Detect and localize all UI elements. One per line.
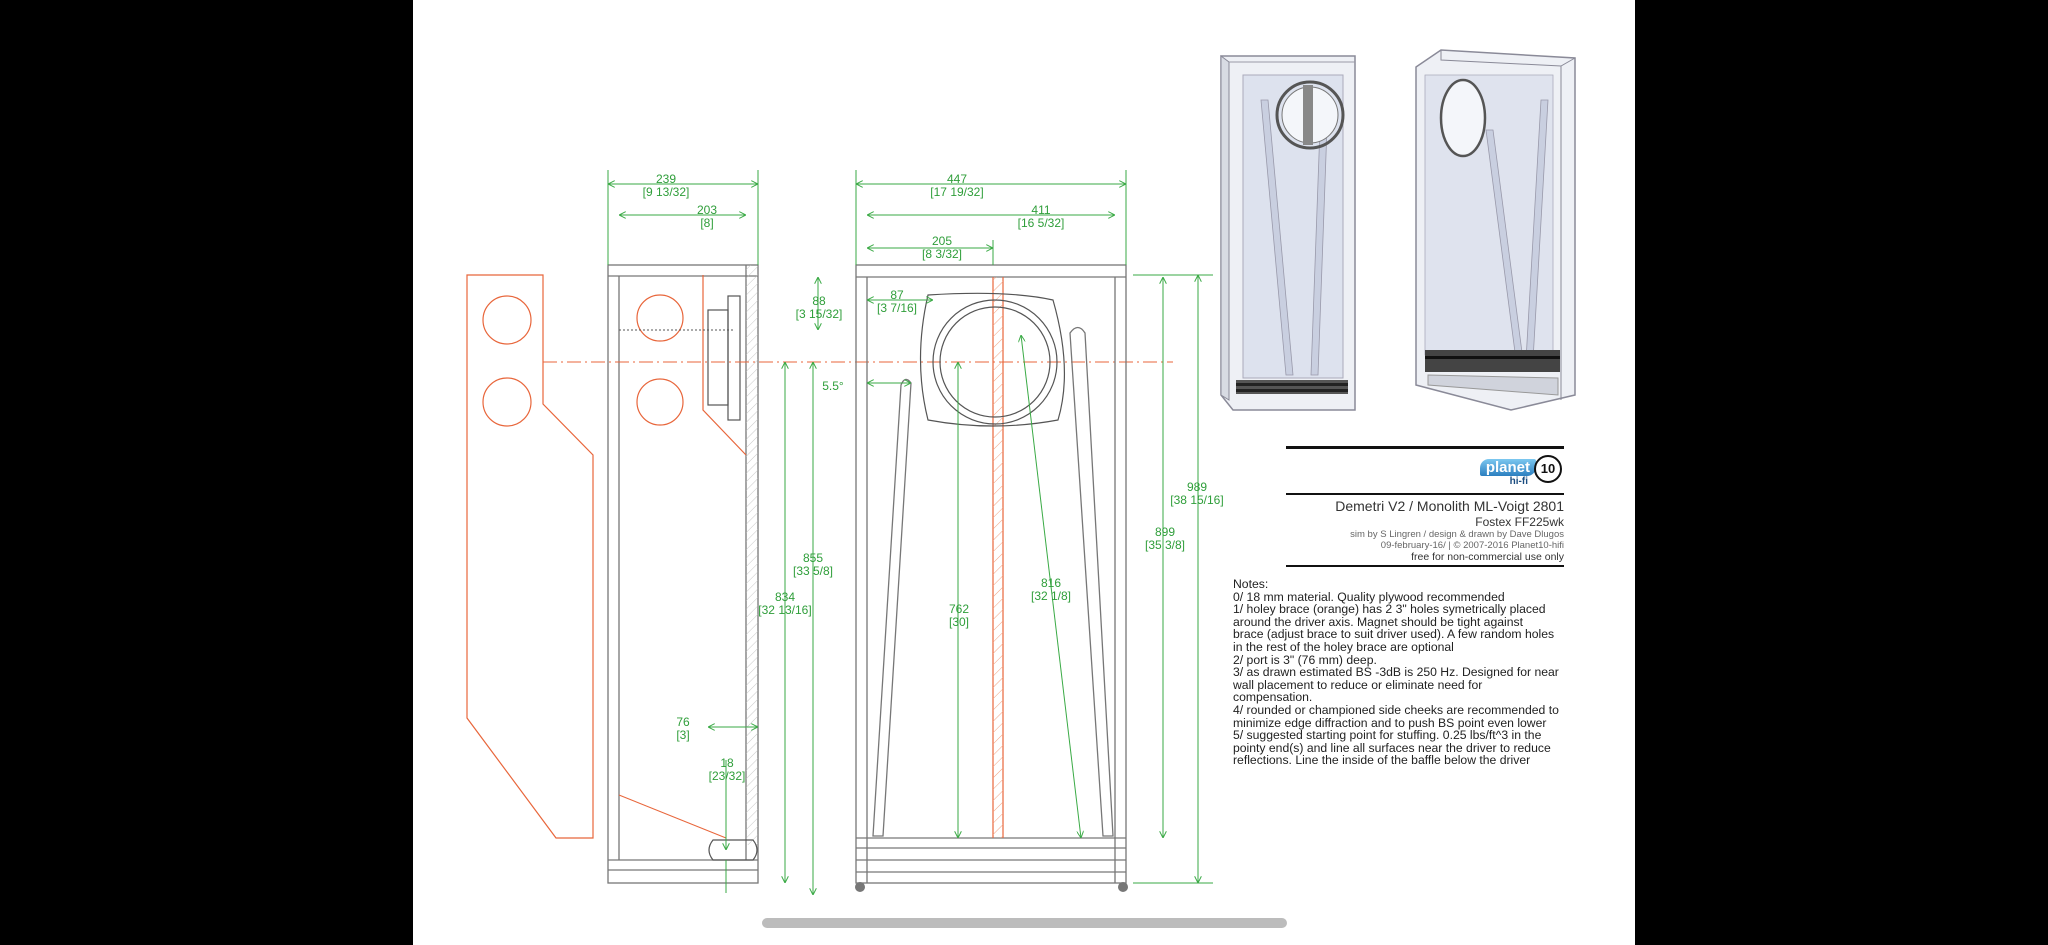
dim-top-offset-in: [3 15/32] — [796, 307, 843, 321]
dim-762-mm: 762 — [949, 602, 969, 616]
dim-driver-offset-in: [3 7/16] — [877, 301, 917, 315]
dim-855-in: [33 5/8] — [793, 564, 833, 578]
note-line: 3/ as drawn estimated BS -3dB is 250 Hz.… — [1233, 665, 1559, 680]
dim-834-mm: 834 — [775, 590, 795, 604]
dimension-labels: 239 [9 13/32] 203 [8] 447 [17 19/32] 411… — [643, 172, 1224, 783]
dimension-lines — [607, 170, 1213, 895]
technical-drawing: 239 [9 13/32] 203 [8] 447 [17 19/32] 411… — [466, 49, 1576, 895]
dim-989-in: [38 15/16] — [1170, 493, 1223, 507]
drawing-title: Demetri V2 / Monolith ML-Voigt 2801 — [1335, 498, 1564, 514]
title-block: planet hi-fi 10 Demetri V2 / Monolith ML… — [1286, 446, 1564, 567]
note-line: around the driver axis. Magnet should be… — [1233, 614, 1523, 629]
dim-side-overall-in: [9 13/32] — [643, 185, 690, 199]
dim-899-mm: 899 — [1155, 525, 1175, 539]
dim-angle: 5.5° — [822, 379, 844, 393]
license-text: free for non-commercial use only — [1411, 551, 1564, 563]
dim-port-18-in: [23/32] — [709, 769, 746, 783]
dim-front-half-in: [8 3/32] — [922, 247, 962, 261]
drawing-sheet: 239 [9 13/32] 203 [8] 447 [17 19/32] 411… — [413, 0, 1635, 945]
dim-762-in: [30] — [949, 615, 969, 629]
side-view — [607, 264, 759, 884]
note-line: 5/ suggested starting point for stuffing… — [1233, 728, 1542, 743]
logo-text: planet — [1479, 459, 1536, 476]
note-line: pointy end(s) and line all surfaces near… — [1233, 740, 1551, 755]
title-rule-bottom — [1286, 565, 1564, 567]
dim-top-offset-mm: 88 — [812, 294, 826, 308]
dim-899-in: [35 3/8] — [1145, 538, 1185, 552]
dim-side-overall-mm: 239 — [656, 172, 676, 186]
planet10-logo: planet hi-fi 10 — [1286, 449, 1564, 493]
dim-side-inner-mm: 203 — [697, 203, 717, 217]
cabinet-render-3d-front — [1220, 55, 1356, 411]
cabinet-render-3d-side — [1415, 49, 1576, 411]
note-line: in the rest of the holey brace are optio… — [1233, 639, 1454, 654]
notes-block: Notes: 0/ 18 mm material. Quality plywoo… — [1233, 578, 1573, 767]
dim-front-overall-in: [17 19/32] — [930, 185, 983, 199]
driver-name: Fostex FF225wk — [1475, 515, 1564, 529]
dim-port-76-in: [3] — [676, 728, 689, 742]
title-rule-mid — [1286, 493, 1564, 495]
dim-front-inner-mm: 411 — [1031, 203, 1050, 217]
dim-816-mm: 816 — [1041, 576, 1061, 590]
horizontal-scrollbar[interactable] — [762, 918, 1287, 928]
dim-front-inner-in: [16 5/32] — [1018, 216, 1065, 230]
note-line: minimize edge diffraction and to push BS… — [1233, 715, 1547, 730]
dim-port-76-mm: 76 — [676, 715, 690, 729]
dim-834-in: [32 13/16] — [758, 603, 811, 617]
note-line: 1/ holey brace (orange) has 2 3" holes s… — [1233, 602, 1546, 617]
note-line: reflections. Line the inside of the baff… — [1233, 753, 1531, 768]
dim-side-inner-in: [8] — [700, 216, 713, 230]
dim-855-mm: 855 — [803, 551, 823, 565]
dim-port-18-mm: 18 — [720, 756, 734, 770]
note-line: compensation. — [1233, 690, 1313, 705]
drawing-date: 09-february-16/ | © 2007-2016 Planet10-h… — [1380, 540, 1564, 551]
dim-front-half-mm: 205 — [932, 234, 952, 248]
holey-brace — [466, 274, 594, 839]
dim-989-mm: 989 — [1187, 480, 1207, 494]
logo-number-badge: 10 — [1534, 455, 1562, 483]
front-view — [855, 264, 1128, 892]
note-line: wall placement to reduce or eliminate ne… — [1233, 677, 1483, 692]
title-rule-top — [1286, 446, 1564, 449]
dim-front-overall-mm: 447 — [947, 172, 967, 186]
notes-heading: Notes: — [1233, 577, 1269, 591]
dim-driver-offset-mm: 87 — [890, 288, 904, 302]
logo-subtext: hi-fi — [1509, 476, 1528, 487]
note-line: 0/ 18 mm material. Quality plywood recom… — [1233, 589, 1505, 604]
note-line: brace (adjust brace to suit driver used)… — [1233, 627, 1555, 642]
note-line: 2/ port is 3" (76 mm) deep. — [1233, 652, 1377, 667]
note-line: 4/ rounded or championed side cheeks are… — [1233, 702, 1559, 717]
credits: sim by S Lingren / design & drawn by Dav… — [1350, 529, 1564, 540]
dim-816-in: [32 1/8] — [1031, 589, 1071, 603]
